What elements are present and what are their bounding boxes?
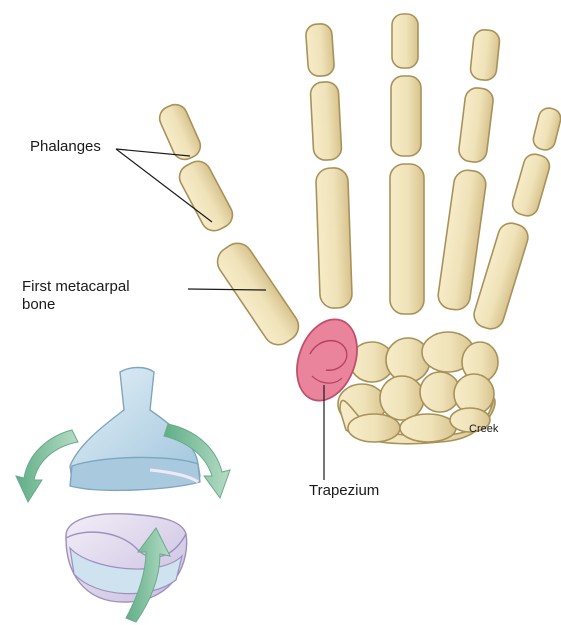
artist-credit: Creek	[469, 420, 498, 438]
finger-index	[305, 23, 352, 308]
label-first-metacarpal-bone: First metacarpal bone	[22, 278, 130, 314]
finger-middle	[390, 14, 424, 314]
label-trapezium: Trapezium	[309, 482, 379, 500]
thumb	[156, 101, 304, 351]
label-phalanges: Phalanges	[30, 138, 101, 156]
saddle-joint-icon	[66, 368, 200, 603]
